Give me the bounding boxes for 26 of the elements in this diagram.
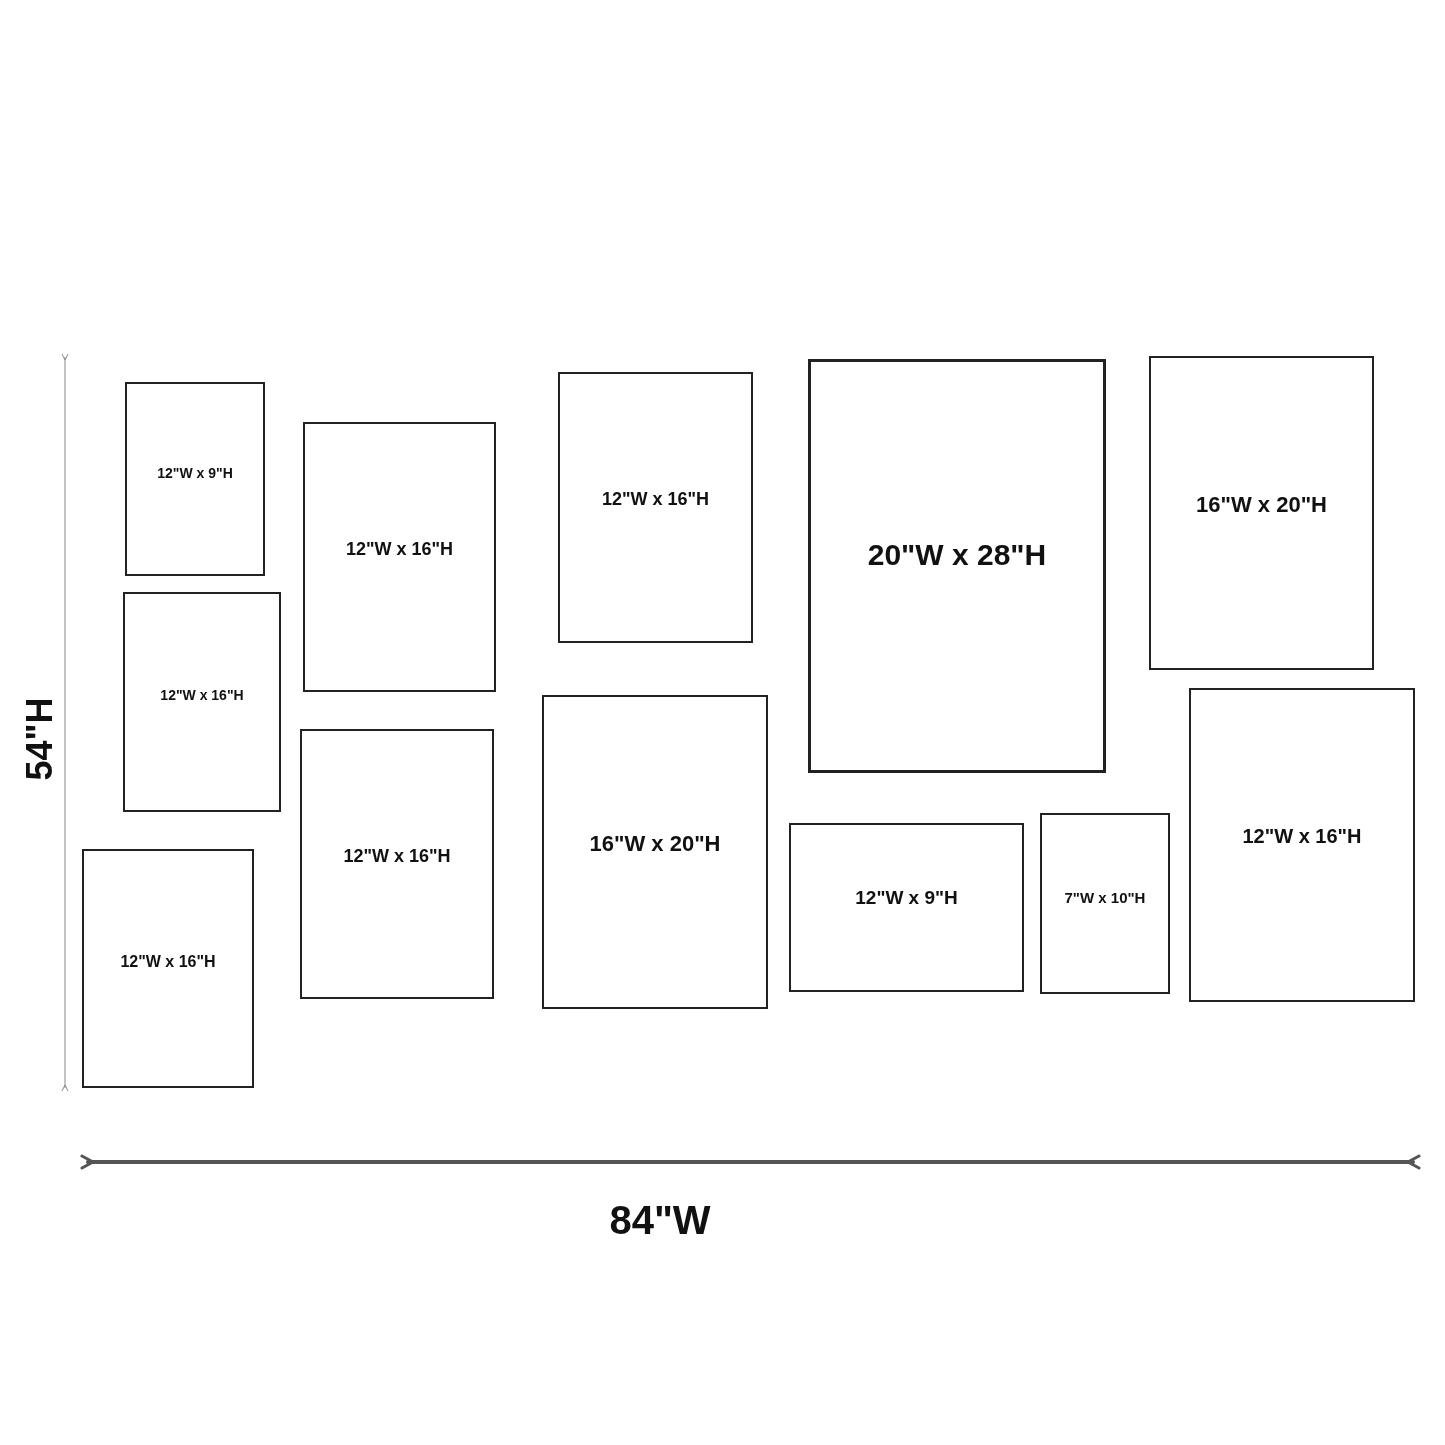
frame-size-label: 12"W x 16"H (120, 951, 216, 972)
frame-outline (123, 592, 281, 812)
frame-outline (1149, 356, 1374, 670)
frame-size-label: 12"W x 16"H (343, 844, 451, 868)
frame-outline (558, 372, 753, 643)
frame-outline (789, 823, 1024, 992)
frame-outline (1040, 813, 1170, 994)
frame-size-label: 12"W x 16"H (160, 686, 244, 706)
frame-outline (82, 849, 254, 1088)
frame-outline (300, 729, 494, 999)
frame-size-label: 12"W x 9"H (157, 464, 233, 484)
frame-size-label: 16"W x 20"H (589, 829, 721, 858)
frame-size-label: 16"W x 20"H (1196, 490, 1327, 519)
height-dimension: 54"H (18, 696, 61, 783)
frame-size-label: 20"W x 28"H (867, 536, 1047, 573)
frame-size-label: 12"W x 9"H (855, 886, 958, 910)
frame-outline (808, 359, 1106, 773)
frame-outline (1189, 688, 1415, 1002)
frame-size-label: 7"W x 10"H (1064, 888, 1146, 909)
frame-size-label: 12"W x 16"H (1242, 824, 1362, 850)
frame-outline (303, 422, 496, 692)
width-dimension: 84"W (608, 1197, 712, 1244)
frame-outline (125, 382, 265, 576)
frame-outline (542, 695, 768, 1009)
frame-size-label: 12"W x 16"H (601, 488, 710, 512)
frame-size-label: 12"W x 16"H (345, 537, 454, 561)
